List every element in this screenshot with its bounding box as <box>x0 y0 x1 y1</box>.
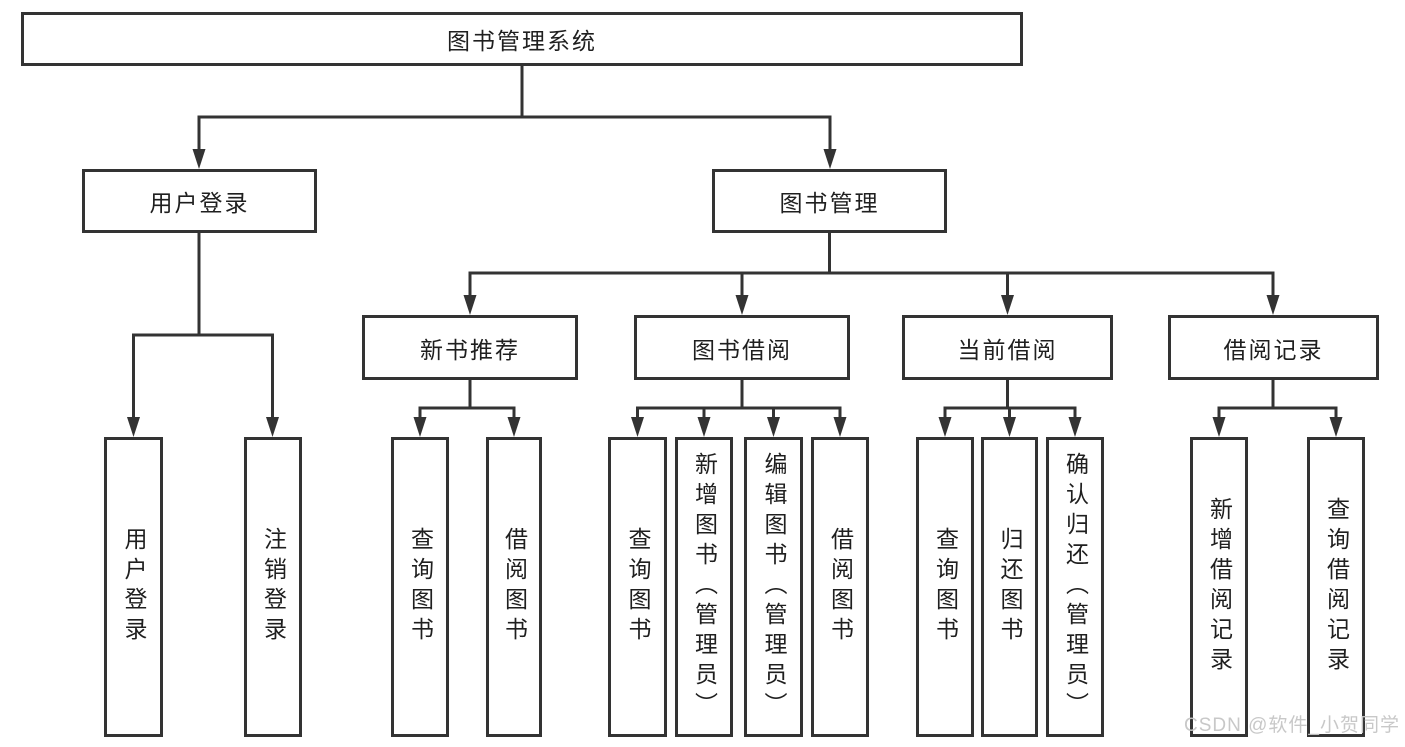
leaf-borrow-books-borrowing: 借阅图书 <box>811 437 869 737</box>
node-borrowing-records: 借阅记录 <box>1168 315 1379 380</box>
node-book-borrowing: 图书借阅 <box>634 315 850 380</box>
leaf-borrow-books-recommend: 借阅图书 <box>486 437 542 737</box>
leaf-edit-book-admin: 编辑图书（管理员） <box>744 437 803 737</box>
node-user-login: 用户登录 <box>82 169 317 233</box>
leaf-add-book-admin: 新增图书（管理员） <box>675 437 733 737</box>
watermark: CSDN @软件_小贺同学 <box>1184 715 1400 736</box>
leaf-user-login: 用户登录 <box>104 437 163 737</box>
leaf-logout: 注销登录 <box>244 437 302 737</box>
node-current-borrowing: 当前借阅 <box>902 315 1113 380</box>
leaf-query-books-current: 查询图书 <box>916 437 974 737</box>
leaf-query-books-recommend: 查询图书 <box>391 437 449 737</box>
arrowheads <box>127 149 1343 437</box>
leaf-return-books: 归还图书 <box>981 437 1038 737</box>
node-book-management: 图书管理 <box>712 169 947 233</box>
leaf-add-borrow-record: 新增借阅记录 <box>1190 437 1248 737</box>
leaf-query-books-borrowing: 查询图书 <box>608 437 667 737</box>
leaf-confirm-return-admin: 确认归还（管理员） <box>1046 437 1104 737</box>
node-root: 图书管理系统 <box>21 12 1023 66</box>
node-new-book-recommendation: 新书推荐 <box>362 315 578 380</box>
leaf-query-borrow-record: 查询借阅记录 <box>1307 437 1365 737</box>
